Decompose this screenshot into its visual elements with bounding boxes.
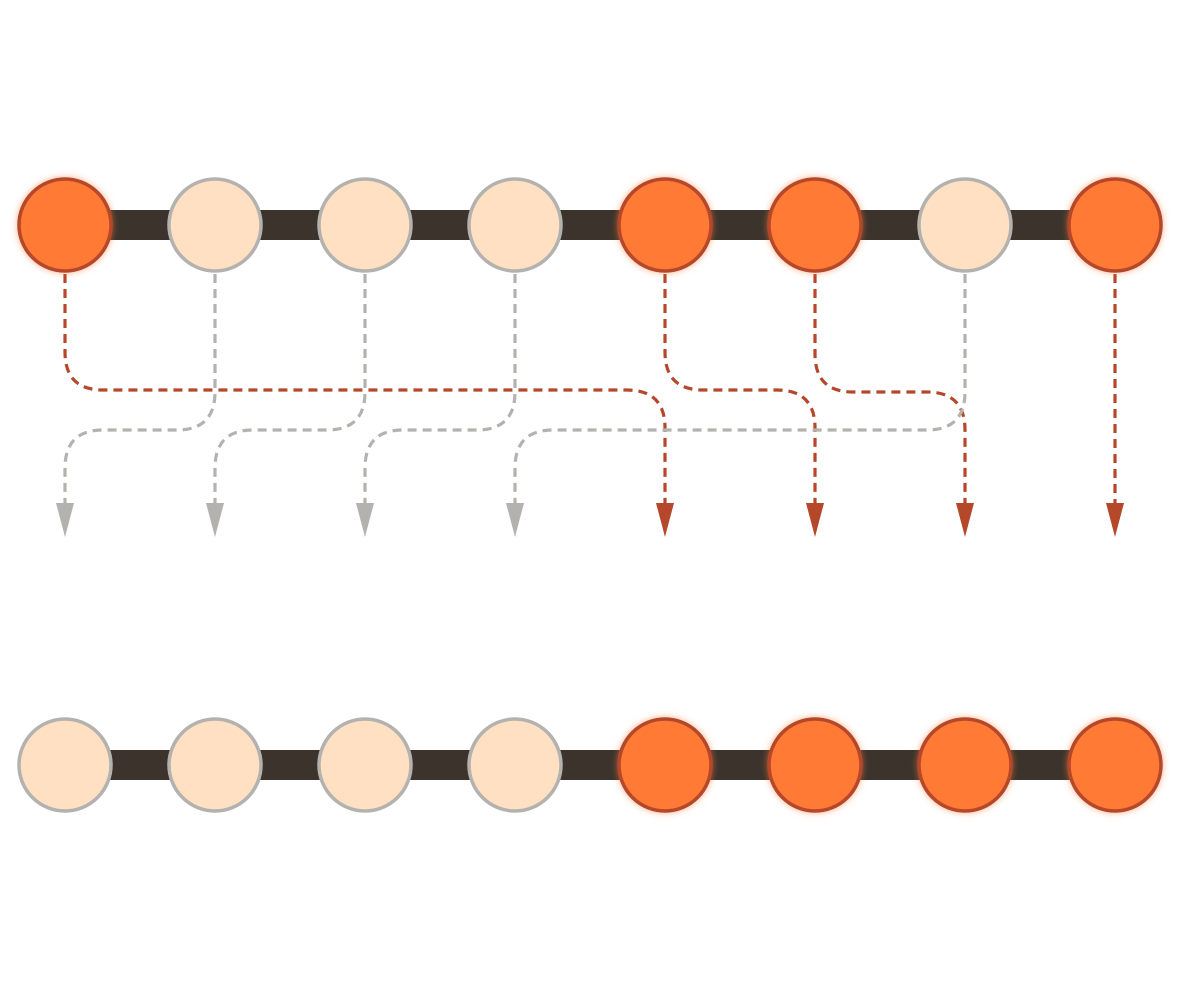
top-node-6 [767,177,863,273]
bottom-node-7 [917,717,1013,813]
mapping-line-2 [63,274,217,503]
top-node-circle-2 [167,177,263,273]
mapping-line-3 [213,274,367,503]
bottom-node-circle-5 [617,717,713,813]
inactive-mapping-arrow-4 [356,274,517,537]
active-mapping-arrow-5 [663,274,824,537]
bottom-node-circle-3 [317,717,413,813]
top-node-5 [617,177,713,273]
top-node-7 [917,177,1013,273]
top-node-1 [17,177,113,273]
top-node-circle-1 [17,177,113,273]
bottom-node-circle-8 [1067,717,1163,813]
arrowhead-icon [56,503,74,537]
bottom-node-circle-1 [17,717,113,813]
top-node-3 [317,177,413,273]
mapping-line-7 [513,274,967,503]
top-node-circle-3 [317,177,413,273]
mapping-line-1 [63,274,667,503]
bottom-node-8 [1067,717,1163,813]
top-node-circle-7 [917,177,1013,273]
inactive-mapping-arrow-2 [56,274,217,537]
bottom-row-nodes [17,717,1163,813]
arrowhead-icon [356,503,374,537]
bottom-node-5 [617,717,713,813]
mapping-line-5 [663,274,817,503]
top-node-circle-8 [1067,177,1163,273]
top-row-nodes [17,177,1163,273]
top-node-circle-5 [617,177,713,273]
bottom-node-6 [767,717,863,813]
bottom-node-3 [317,717,413,813]
inactive-mapping-arrow-3 [206,274,367,537]
arrowhead-icon [956,503,974,537]
bottom-node-circle-6 [767,717,863,813]
bottom-node-circle-7 [917,717,1013,813]
arrowhead-icon [1106,503,1124,537]
bottom-node-1 [17,717,113,813]
arrowhead-icon [206,503,224,537]
mapping-arrows [56,274,1124,537]
arrowhead-icon [656,503,674,537]
top-node-8 [1067,177,1163,273]
top-node-circle-4 [467,177,563,273]
active-mapping-arrow-6 [813,274,974,537]
active-mapping-arrow-1 [63,274,674,537]
inactive-mapping-arrow-7 [506,274,967,537]
active-mapping-arrow-8 [1106,274,1124,537]
mapping-line-4 [363,274,517,503]
bottom-node-circle-4 [467,717,563,813]
arrowhead-icon [806,503,824,537]
top-node-4 [467,177,563,273]
bottom-node-circle-2 [167,717,263,813]
top-node-2 [167,177,263,273]
bottom-node-4 [467,717,563,813]
top-node-circle-6 [767,177,863,273]
bottom-node-2 [167,717,263,813]
arrowhead-icon [506,503,524,537]
mapping-line-6 [813,274,967,503]
